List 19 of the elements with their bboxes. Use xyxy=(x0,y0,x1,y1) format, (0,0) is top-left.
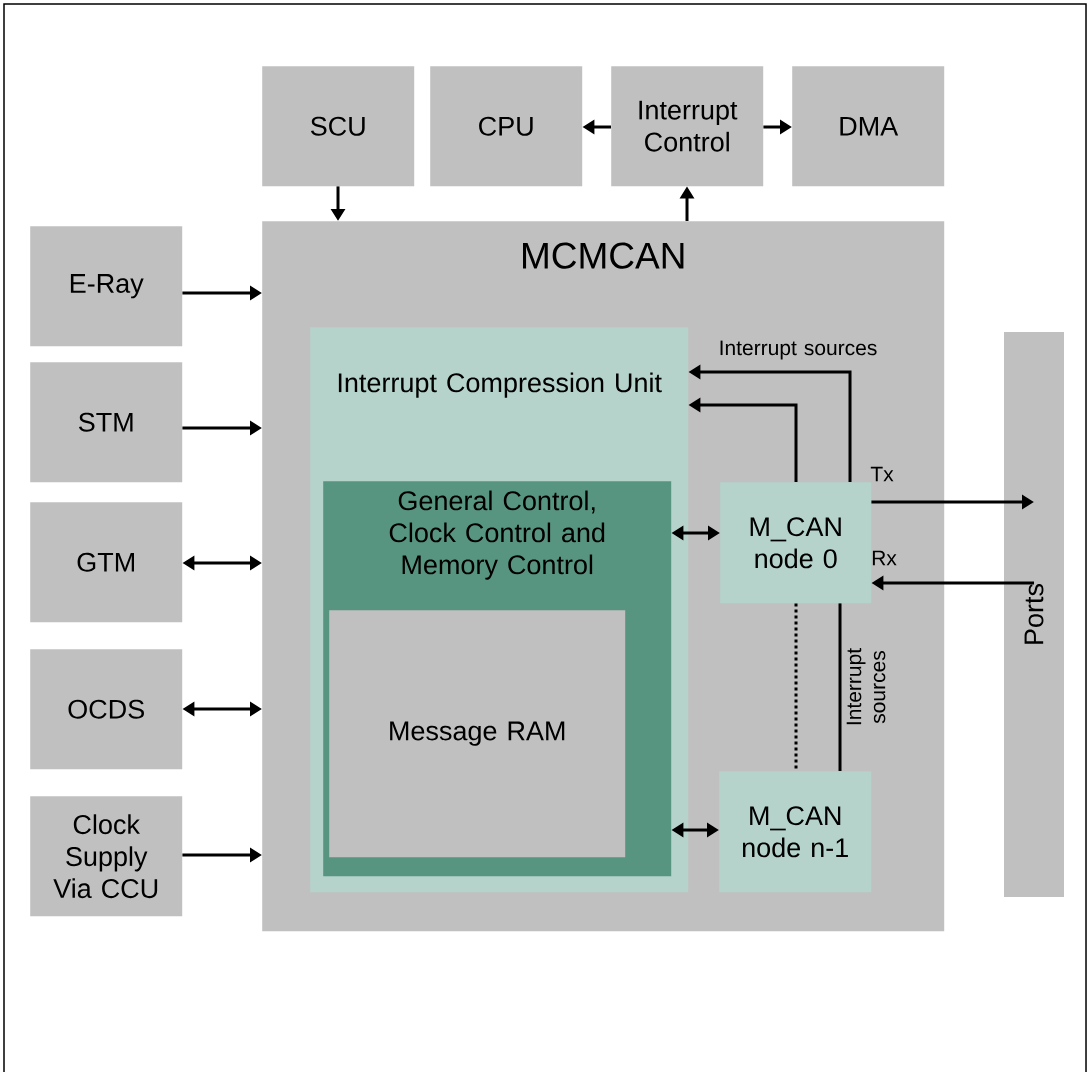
edge-label: Interrupt sources xyxy=(720,340,877,360)
node-box: M_CAN node 0 xyxy=(720,482,872,604)
module-box: STM xyxy=(30,362,183,483)
edge-label: Rx xyxy=(872,550,897,566)
module-box: CPU xyxy=(430,66,583,187)
module-box: OCDS xyxy=(30,649,183,770)
module-box: E-Ray xyxy=(30,226,183,347)
edge-label: Interrupt sources xyxy=(846,648,886,725)
module-box: SCU xyxy=(262,66,415,187)
memory-box: Message RAM xyxy=(329,610,626,858)
module-box: DMA xyxy=(792,66,945,187)
module-box: Interrupt Control xyxy=(611,66,764,187)
dotted-line xyxy=(794,603,798,771)
ports-bar: Ports xyxy=(1004,332,1064,897)
connector-line xyxy=(838,603,842,771)
module-box: GTM xyxy=(30,502,183,623)
edge-label: Tx xyxy=(870,466,894,482)
node-box: M_CAN node n-1 xyxy=(719,771,872,893)
module-box: Clock Supply Via CCU xyxy=(30,796,183,917)
